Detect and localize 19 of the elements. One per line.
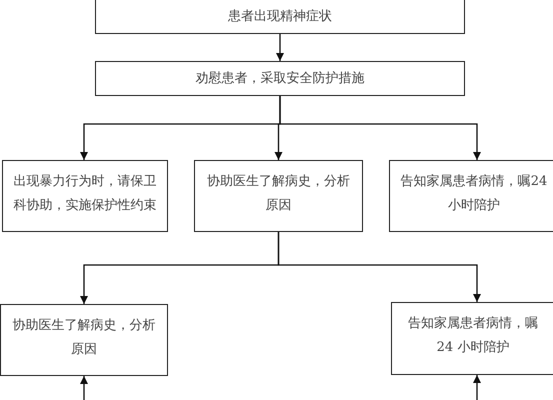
box-text: 患者出现精神症状 xyxy=(228,8,332,26)
box-text: 协助医生了解病史，分析原因 xyxy=(206,173,351,215)
box-text: 出现暴力行为时，请保卫科协助，实施保护性约束 xyxy=(12,173,158,215)
arrow xyxy=(473,375,481,400)
process-box xyxy=(391,302,553,375)
arrow xyxy=(80,376,88,400)
process-box xyxy=(194,160,363,232)
arrow xyxy=(276,34,284,61)
arrow xyxy=(278,232,481,302)
process-box xyxy=(0,304,168,376)
box-text: 劝慰患者，采取安全防护措施 xyxy=(196,70,364,88)
process-box xyxy=(389,160,553,232)
box-text: 协助医生了解病史，分析原因 xyxy=(12,317,156,359)
process-box xyxy=(95,61,465,96)
box-text: 告知家属患者病情，嘱24 小时陪护 xyxy=(400,173,548,215)
arrow xyxy=(279,96,481,160)
process-box xyxy=(95,0,465,34)
box-text: 告知家属患者病情，嘱24 小时陪护 xyxy=(407,315,539,357)
process-box xyxy=(2,160,168,232)
